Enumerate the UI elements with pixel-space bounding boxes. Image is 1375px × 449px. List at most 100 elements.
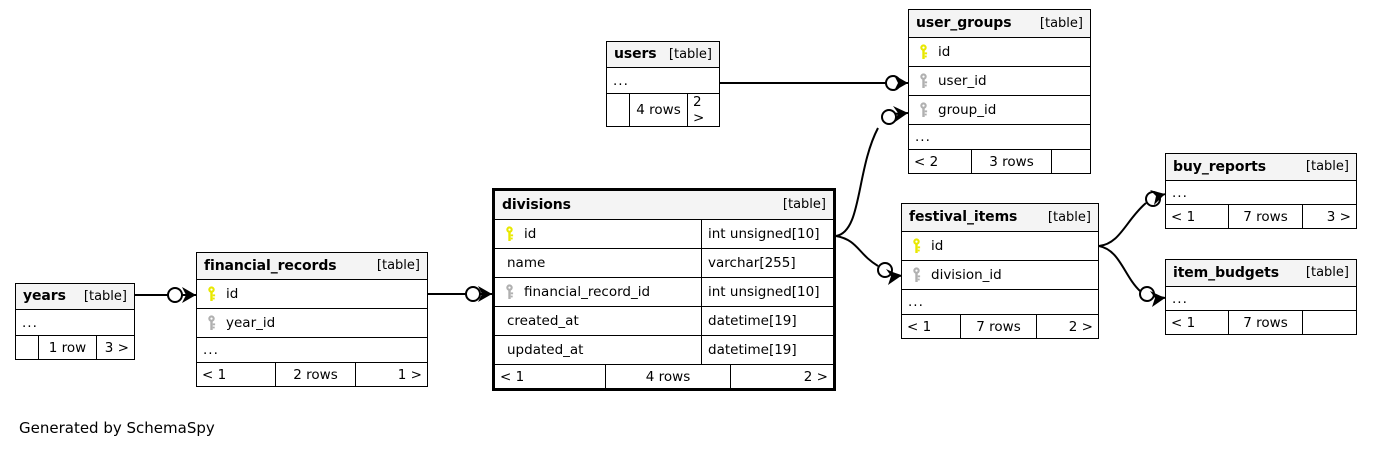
- column-row[interactable]: id: [909, 38, 1090, 67]
- column-name: id: [524, 226, 537, 242]
- table-title: festival_items: [909, 209, 1018, 225]
- footer-prev-link[interactable]: < 1: [907, 318, 932, 335]
- column-name-cell: id: [909, 38, 1090, 66]
- footer-prev-link[interactable]: < 1: [1171, 208, 1196, 225]
- table-header-user_groups: user_groups[table]: [909, 10, 1090, 38]
- column-row[interactable]: name varchar[255]: [495, 249, 833, 278]
- crowfoot-marker: [886, 269, 901, 285]
- foreign-key-icon: [915, 102, 932, 118]
- zero-marker: [877, 262, 893, 278]
- footer-prev-link[interactable]: [16, 336, 38, 359]
- edge-divisions-to-user_groups: [835, 127, 879, 237]
- primary-key-icon: [501, 226, 518, 242]
- footer-prev-link[interactable]: < 1: [202, 366, 227, 383]
- footer-prev-link[interactable]: < 1: [500, 368, 525, 385]
- footer-row-count: 3 rows: [971, 150, 1051, 173]
- table-header-divisions: divisions [table]: [495, 191, 833, 220]
- more-columns-indicator[interactable]: ...: [1166, 181, 1356, 205]
- more-columns-indicator[interactable]: ...: [1166, 287, 1356, 311]
- crowfoot-marker: [1150, 190, 1165, 205]
- footer-prev-link[interactable]: < 2: [914, 153, 939, 170]
- table-festival_items[interactable]: festival_items[table]id division_id... < 1…: [901, 203, 1099, 339]
- foreign-key-icon: [908, 267, 925, 283]
- column-name-cell: user_id: [909, 67, 1090, 95]
- column-row[interactable]: year_id: [197, 309, 427, 338]
- column-type: int unsigned[10]: [701, 278, 833, 306]
- column-type: datetime[19]: [701, 307, 833, 335]
- table-title: buy_reports: [1173, 158, 1266, 175]
- column-type: datetime[19]: [701, 336, 833, 364]
- table-type-tag: [table]: [1039, 15, 1083, 31]
- crowfoot-marker: [893, 106, 908, 122]
- crowfoot-marker: [1150, 291, 1165, 307]
- primary-key-icon: [203, 286, 220, 302]
- zero-marker: [465, 286, 481, 302]
- crowfoot-marker: [894, 75, 908, 91]
- table-type-tag: [table]: [668, 46, 712, 62]
- column-name: name: [507, 255, 546, 271]
- column-name: id: [226, 286, 239, 302]
- column-name-cell: id: [902, 232, 1098, 260]
- column-name-cell: name: [495, 249, 701, 277]
- footer-prev-link[interactable]: [607, 94, 629, 126]
- more-columns-indicator[interactable]: ...: [607, 68, 719, 94]
- more-columns-indicator[interactable]: ...: [197, 338, 427, 363]
- table-title: divisions: [502, 196, 571, 213]
- footer-row-count: 4 rows: [605, 365, 730, 388]
- table-title: users: [614, 46, 657, 62]
- zero-marker: [885, 75, 901, 91]
- footer-row-count: 1 row: [38, 336, 96, 359]
- table-header-festival_items: festival_items[table]: [902, 204, 1098, 232]
- footer-next-link[interactable]: 3 >: [96, 336, 134, 359]
- footer-next-link[interactable]: 2 >: [730, 365, 833, 388]
- more-columns-indicator[interactable]: ...: [909, 125, 1090, 150]
- footer-next-link[interactable]: 2 >: [687, 94, 719, 126]
- table-type-tag: [table]: [1305, 159, 1349, 174]
- column-row[interactable]: group_id: [909, 96, 1090, 125]
- column-row[interactable]: id: [902, 232, 1098, 261]
- column-row[interactable]: division_id: [902, 261, 1098, 290]
- column-row[interactable]: financial_record_id int unsigned[10]: [495, 278, 833, 307]
- column-name: year_id: [226, 315, 276, 331]
- footer-next-link[interactable]: [1051, 150, 1090, 173]
- footer-next-link[interactable]: 3 >: [1302, 205, 1356, 228]
- column-name: financial_record_id: [524, 284, 651, 300]
- column-type: varchar[255]: [701, 249, 833, 277]
- column-name-cell: id: [197, 280, 427, 308]
- table-header-buy_reports: buy_reports [table]: [1166, 154, 1356, 181]
- footer-row-count: 7 rows: [1228, 205, 1302, 228]
- column-name: division_id: [931, 267, 1002, 283]
- column-row[interactable]: id: [197, 280, 427, 309]
- footer-prev-link[interactable]: < 1: [1171, 314, 1196, 331]
- edge-festival_items-to-item_budgets: [1098, 245, 1141, 292]
- footer-row-count: 4 rows: [629, 94, 687, 126]
- footer-next-link[interactable]: [1302, 311, 1356, 334]
- foreign-key-icon: [501, 284, 518, 300]
- more-columns-indicator[interactable]: ...: [902, 290, 1098, 315]
- column-name: id: [938, 44, 951, 60]
- column-name-cell: id: [495, 220, 701, 248]
- footer-next-link[interactable]: 1 >: [355, 363, 427, 386]
- column-row[interactable]: user_id: [909, 67, 1090, 96]
- table-type-tag: [table]: [782, 197, 826, 212]
- table-footer: < 2 3 rows: [909, 150, 1090, 173]
- more-columns-indicator[interactable]: ...: [16, 310, 134, 336]
- foreign-key-icon: [915, 73, 932, 89]
- edge-divisions-to-festival_items: [835, 235, 879, 267]
- footer-next-link[interactable]: 2 >: [1036, 315, 1098, 338]
- footer-row-count: 7 rows: [960, 315, 1036, 338]
